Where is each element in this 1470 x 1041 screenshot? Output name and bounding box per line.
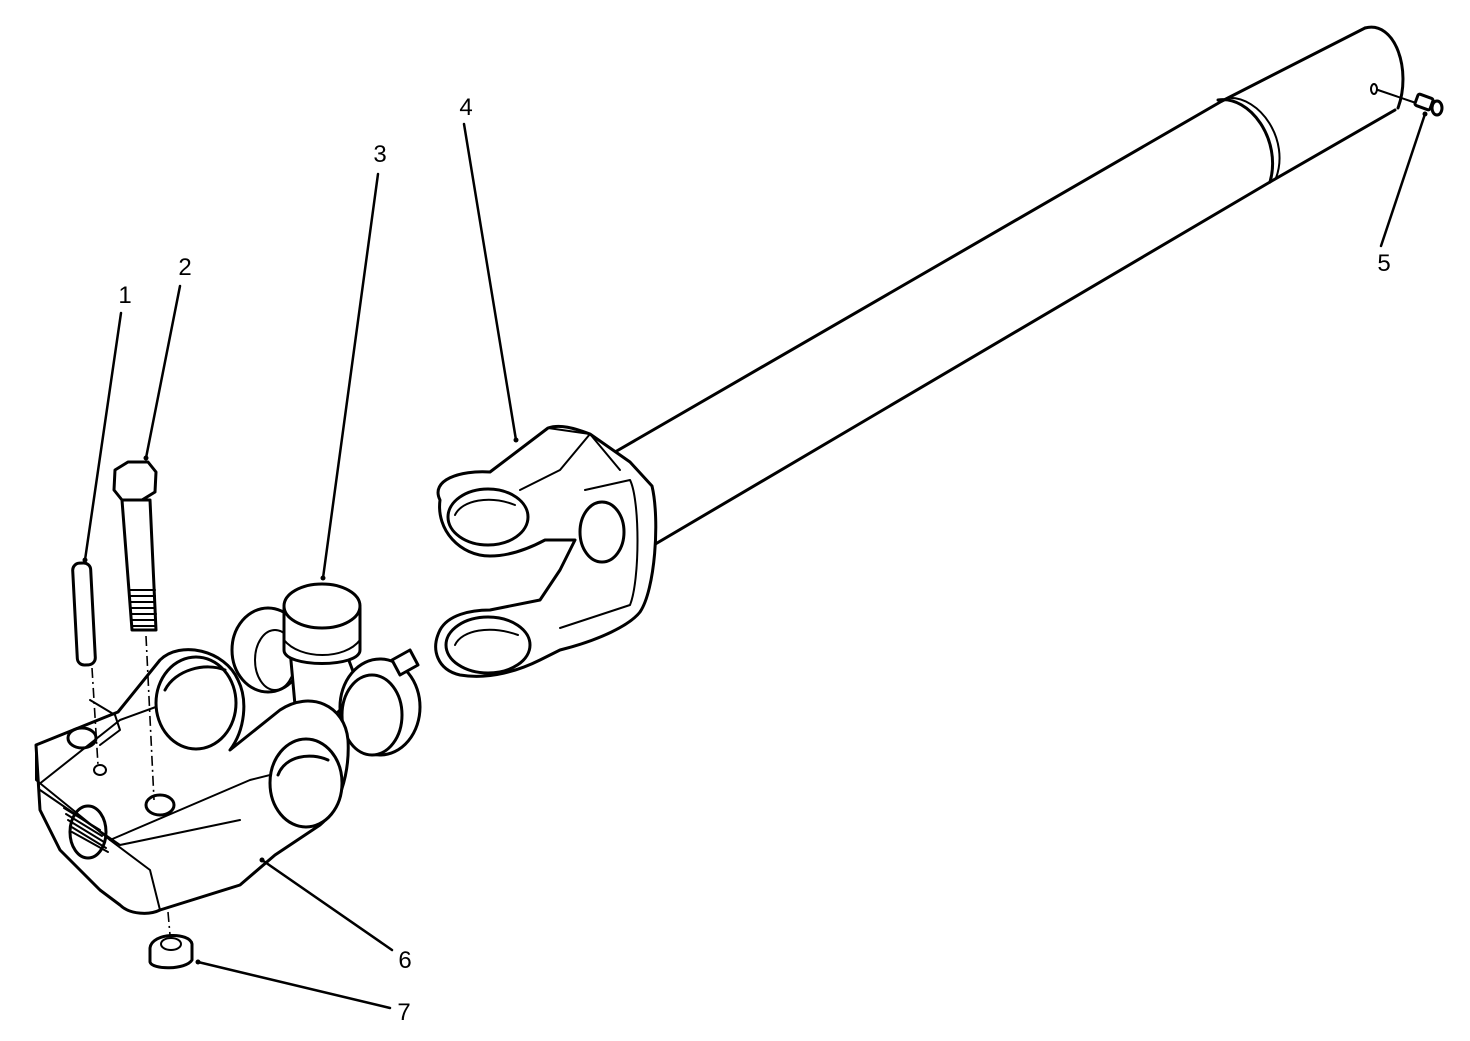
driveshaft-tube xyxy=(613,25,1405,548)
callout-4-yoke-and-tube: 4 xyxy=(459,94,473,121)
splined-yoke xyxy=(34,648,350,915)
leader-lines xyxy=(82,111,1428,1010)
lock-nut xyxy=(148,911,194,970)
callout-5-grease-fitting: 5 xyxy=(1377,250,1391,277)
tube-yoke xyxy=(434,424,658,678)
callout-1-spring-pin: 1 xyxy=(118,282,132,309)
callout-7-lock-nut: 7 xyxy=(397,999,411,1026)
spring-pin xyxy=(71,561,99,766)
spline-teeth xyxy=(63,804,109,860)
callout-2-bolt: 2 xyxy=(178,254,192,281)
bolt xyxy=(112,460,158,801)
callout-6-splined-yoke: 6 xyxy=(398,947,412,974)
callout-3-cross-and-bearing: 3 xyxy=(373,141,387,168)
grease-fitting xyxy=(1377,89,1444,117)
